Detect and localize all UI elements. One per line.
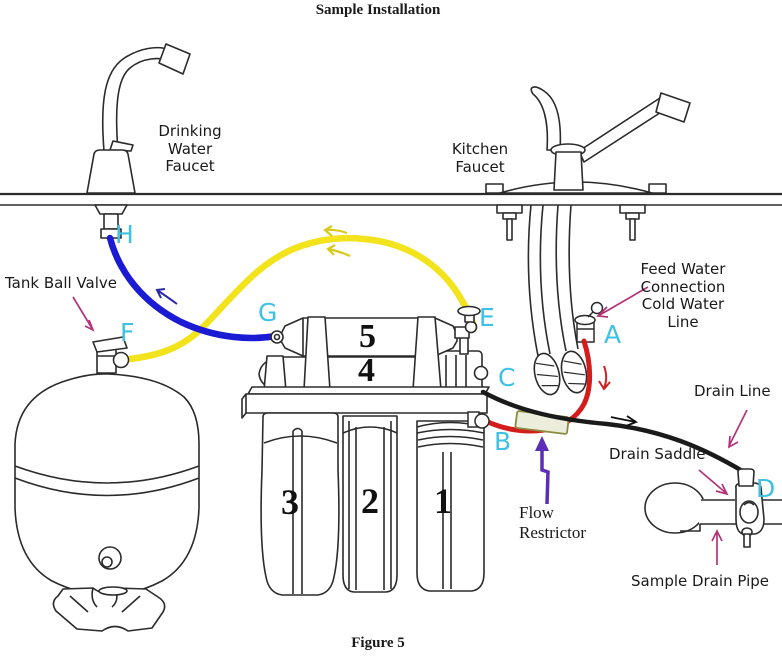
diagram-title: Sample Installation bbox=[315, 2, 441, 18]
filter-stage-3: 3 bbox=[281, 482, 299, 522]
yellow-flow-arrows bbox=[323, 225, 351, 258]
flow-restrictor-label: Flow Restrictor bbox=[519, 503, 587, 543]
tank-ball-valve-label: Tank Ball Valve bbox=[5, 274, 117, 292]
drain-flow-arrow bbox=[610, 415, 638, 427]
feed-water-valve-drawing bbox=[574, 301, 604, 343]
feed-water-label: Feed Water Connection Cold Water Line bbox=[640, 260, 726, 332]
connection-point-h: H bbox=[115, 220, 134, 249]
storage-tank-drawing bbox=[14, 336, 200, 632]
drain-tubing-line bbox=[480, 389, 747, 475]
connection-point-g: G bbox=[258, 298, 278, 327]
connection-point-b: B bbox=[494, 427, 512, 456]
red-flow-arrow bbox=[598, 365, 611, 391]
countertop-lines bbox=[0, 192, 782, 206]
blue-tubing-line bbox=[106, 234, 280, 342]
drain-saddle-label: Drain Saddle bbox=[609, 445, 706, 463]
drinking-faucet-drawing bbox=[86, 43, 191, 239]
connection-point-d: D bbox=[756, 474, 776, 503]
drain-line-label: Drain Line bbox=[694, 382, 771, 400]
flow-restrictor-pointer bbox=[535, 436, 550, 505]
drain-pipe-drawing bbox=[644, 468, 782, 548]
feed-inlet-fitting bbox=[467, 411, 490, 429]
kitchen-faucet-label: Kitchen Faucet bbox=[451, 140, 509, 176]
filter-stage-5: 5 bbox=[359, 318, 376, 355]
filter-unit-drawing bbox=[241, 305, 490, 596]
filter-stage-4: 4 bbox=[358, 352, 375, 389]
filter-stage-2: 2 bbox=[361, 481, 379, 521]
connection-point-c: C bbox=[498, 363, 516, 392]
tank-ball-valve-drawing bbox=[112, 351, 130, 369]
kitchen-faucet-drawing bbox=[485, 86, 691, 396]
connection-point-e: E bbox=[479, 303, 495, 332]
label-pointer-arrows bbox=[72, 286, 748, 565]
sample-drain-pipe-label: Sample Drain Pipe bbox=[631, 572, 769, 590]
figure-caption: Figure 5 bbox=[351, 635, 405, 651]
connection-point-a: A bbox=[604, 320, 622, 349]
connection-point-f: F bbox=[120, 318, 135, 347]
yellow-tubing-line bbox=[117, 234, 478, 364]
blue-flow-arrow bbox=[155, 288, 178, 305]
drinking-faucet-label: Drinking Water Faucet bbox=[158, 122, 222, 176]
filter-stage-1: 1 bbox=[434, 481, 452, 521]
